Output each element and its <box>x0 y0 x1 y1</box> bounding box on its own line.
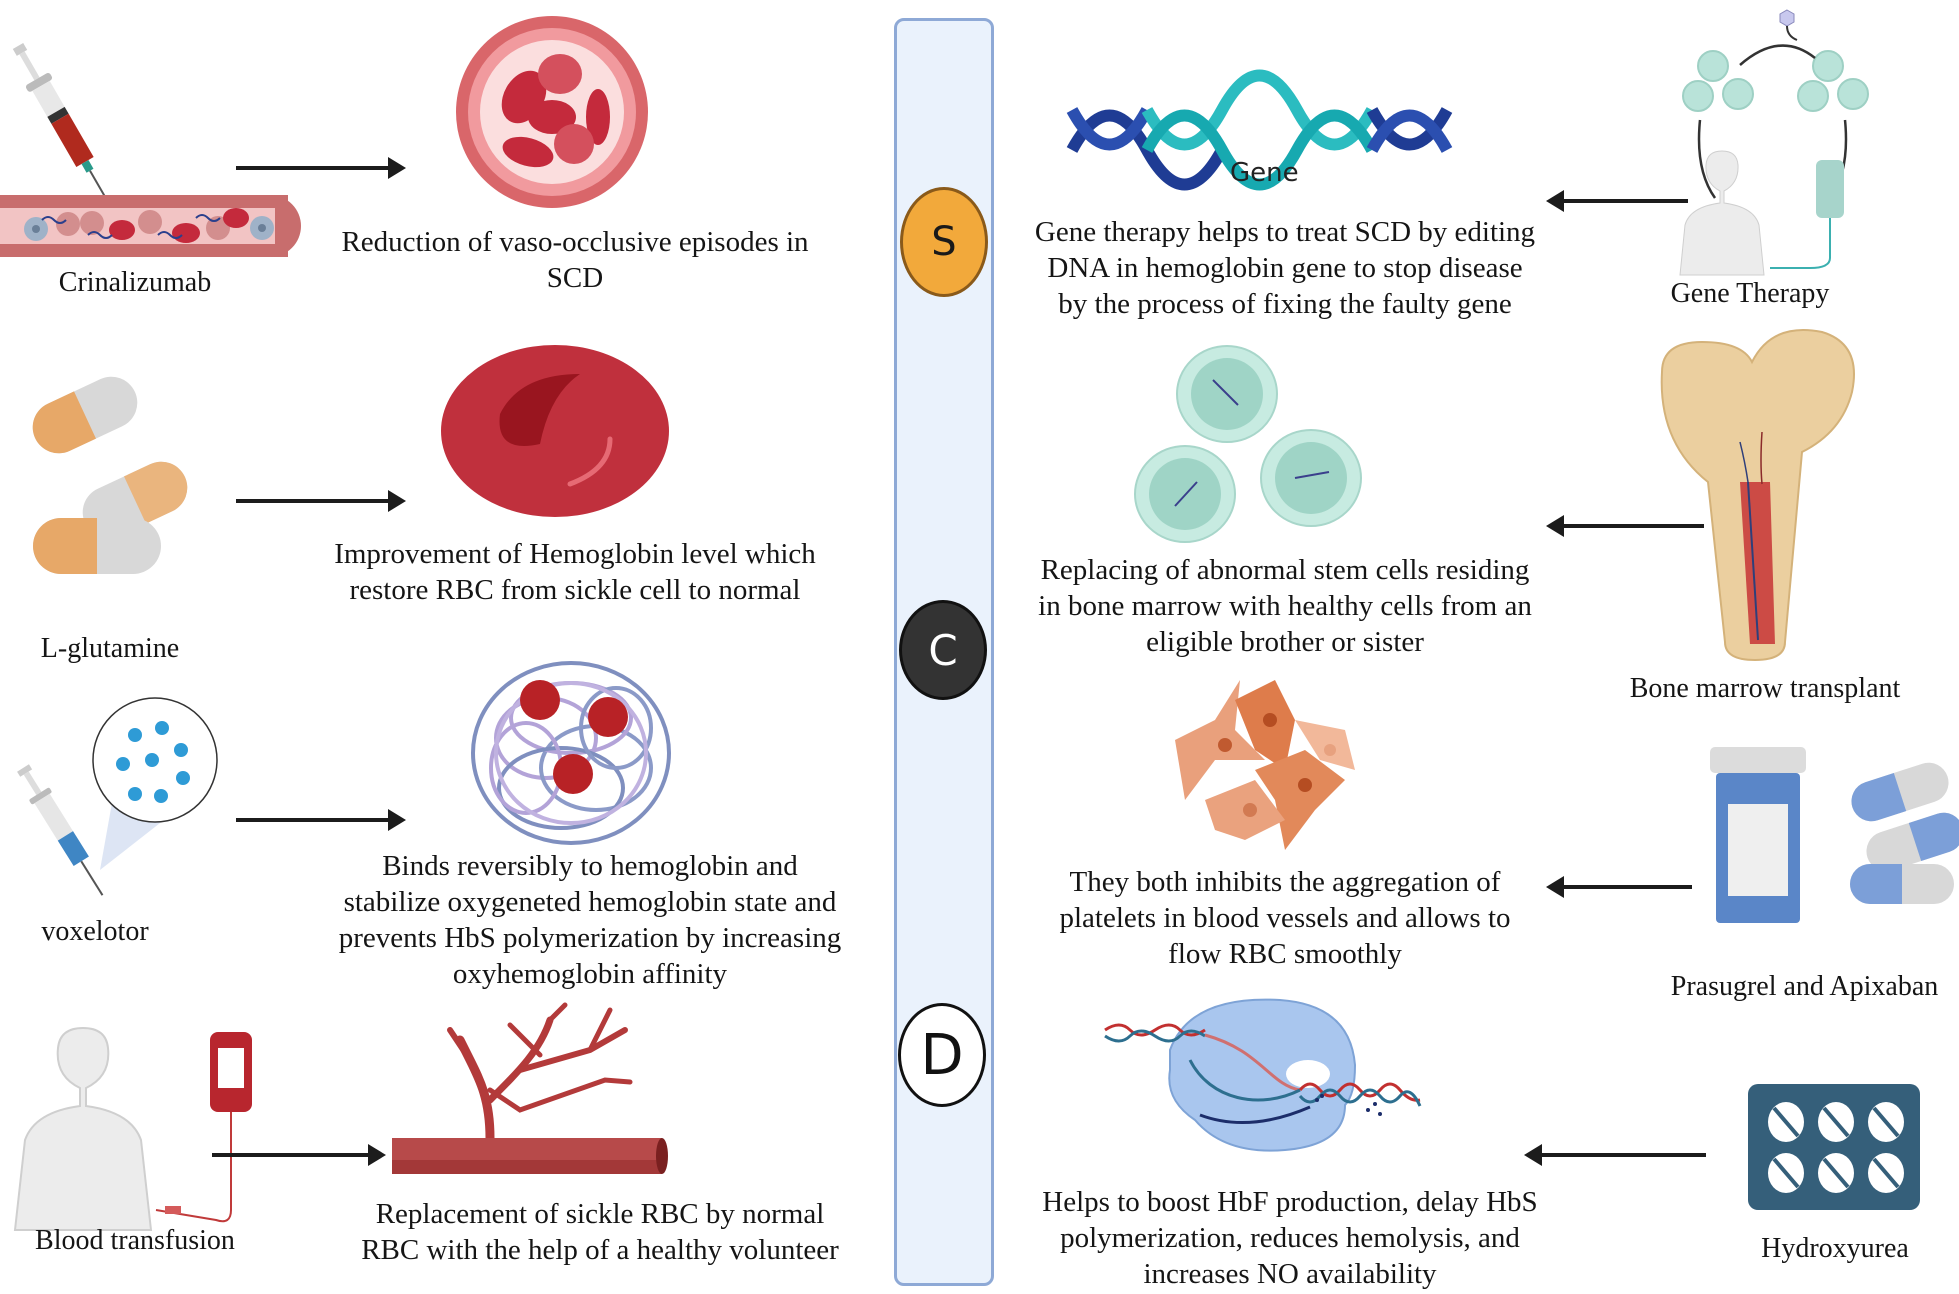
effect-text-prasugrel-apixaban: They both inhibits the aggregation of pl… <box>1000 864 1570 972</box>
treatment-label-prasugrel-apixaban: Prasugrel and Apixaban <box>1670 971 1939 1002</box>
arrow-voxelotor <box>236 809 406 831</box>
effect-line: eligible brother or sister <box>1146 626 1424 658</box>
effect-line: in bone marrow with healthy cells from a… <box>1038 590 1532 622</box>
arrow-prasugrel-apixaban <box>1546 876 1692 898</box>
badge-s-letter: S <box>931 219 957 265</box>
effect-line: restore RBC from sickle cell to normal <box>349 574 801 606</box>
effect-line: Gene therapy helps to treat SCD by editi… <box>1034 216 1536 248</box>
effect-line: oxyhemoglobin affinity <box>452 958 728 990</box>
effect-text-crinalizumab: Reduction of vaso-occlusive episodes in … <box>300 224 850 296</box>
pill-bottle-capsules-icon <box>1710 747 1959 923</box>
effect-text-hydroxyurea: Helps to boost HbF production, delay HbS… <box>1000 1184 1580 1292</box>
arrow-blood-transfusion <box>212 1144 386 1166</box>
effect-text-voxelotor: Binds reversibly to hemoglobin and stabi… <box>300 848 880 992</box>
effect-line: Binds reversibly to hemoglobin and <box>382 850 798 882</box>
stem-cells-icon <box>1134 345 1362 543</box>
effect-line: Improvement of Hemoglobin level which <box>334 538 816 570</box>
blood-vessel-branch-icon <box>392 1002 668 1174</box>
effect-line: increases NO availability <box>1143 1258 1437 1290</box>
treatment-label-voxelotor: voxelotor <box>41 916 149 947</box>
effect-line: platelets in blood vessels and allows to <box>1059 902 1511 934</box>
effect-line: stabilize oxygeneted hemoglobin state an… <box>343 886 837 918</box>
dna-helix-label: Gene <box>1230 158 1299 188</box>
effect-text-l-glutamine: Improvement of Hemoglobin level which re… <box>300 536 850 608</box>
badge-s: S <box>900 187 988 297</box>
effect-line: flow RBC smoothly <box>1168 938 1402 970</box>
arrow-bone-marrow <box>1546 515 1704 537</box>
badge-c-letter: C <box>928 625 958 675</box>
badge-c: C <box>899 600 987 700</box>
capsules-icon <box>32 376 188 574</box>
effect-line: DNA in hemoglobin gene to stop disease <box>1047 252 1523 284</box>
effect-line: SCD <box>546 262 604 294</box>
red-blood-cell-icon <box>441 345 669 517</box>
arrow-hydroxyurea <box>1524 1144 1706 1166</box>
treatment-label-crinalizumab: Crinalizumab <box>58 267 212 298</box>
treatment-label-gene-therapy: Gene Therapy <box>1670 278 1830 309</box>
effect-text-bone-marrow: Replacing of abnormal stem cells residin… <box>1000 552 1570 660</box>
badge-d: D <box>898 1003 986 1107</box>
effect-line: Helps to boost HbF production, delay HbS <box>1042 1186 1538 1218</box>
syringe-molecules-icon <box>17 697 218 896</box>
effect-line: by the process of fixing the faulty gene <box>1058 288 1512 320</box>
platelets-icon <box>1175 680 1355 850</box>
effect-line: polymerization, reduces hemolysis, and <box>1060 1222 1520 1254</box>
effect-line: RBC with the help of a healthy volunteer <box>361 1234 839 1266</box>
arrow-gene-therapy <box>1546 190 1688 212</box>
treatment-label-blood-transfusion: Blood transfusion <box>35 1225 235 1256</box>
patient-blood-bag-icon <box>13 1026 252 1231</box>
syringe-blood-vessel-icon <box>0 43 301 257</box>
ribosome-transcription-icon <box>1104 998 1422 1152</box>
effect-text-gene-therapy: Gene therapy helps to treat SCD by editi… <box>1000 214 1570 322</box>
gene-therapy-cycle-icon <box>1679 9 1869 276</box>
badge-d-letter: D <box>920 1022 964 1088</box>
femur-bone-icon <box>1660 329 1855 662</box>
effect-line: They both inhibits the aggregation of <box>1069 866 1501 898</box>
treatment-label-l-glutamine: L-glutamine <box>40 633 180 664</box>
blood-vessel-cross-section-icon <box>456 16 648 208</box>
effect-text-blood-transfusion: Replacement of sickle RBC by normal RBC … <box>300 1196 900 1268</box>
effect-line: prevents HbS polymerization by increasin… <box>338 922 842 954</box>
treatment-label-hydroxyurea: Hydroxyurea <box>1761 1233 1909 1264</box>
arrow-crinalizumab <box>236 157 406 179</box>
effect-line: Reduction of vaso-occlusive episodes in <box>341 226 809 258</box>
effect-line: Replacement of sickle RBC by normal <box>375 1198 825 1230</box>
arrow-l-glutamine <box>236 490 406 512</box>
hemoglobin-molecule-icon <box>471 661 671 845</box>
treatment-label-bone-marrow: Bone marrow transplant <box>1629 673 1901 704</box>
tablet-blister-pack-icon <box>1748 1084 1920 1210</box>
dna-helix-icon <box>1066 69 1453 191</box>
effect-line: Replacing of abnormal stem cells residin… <box>1040 554 1530 586</box>
